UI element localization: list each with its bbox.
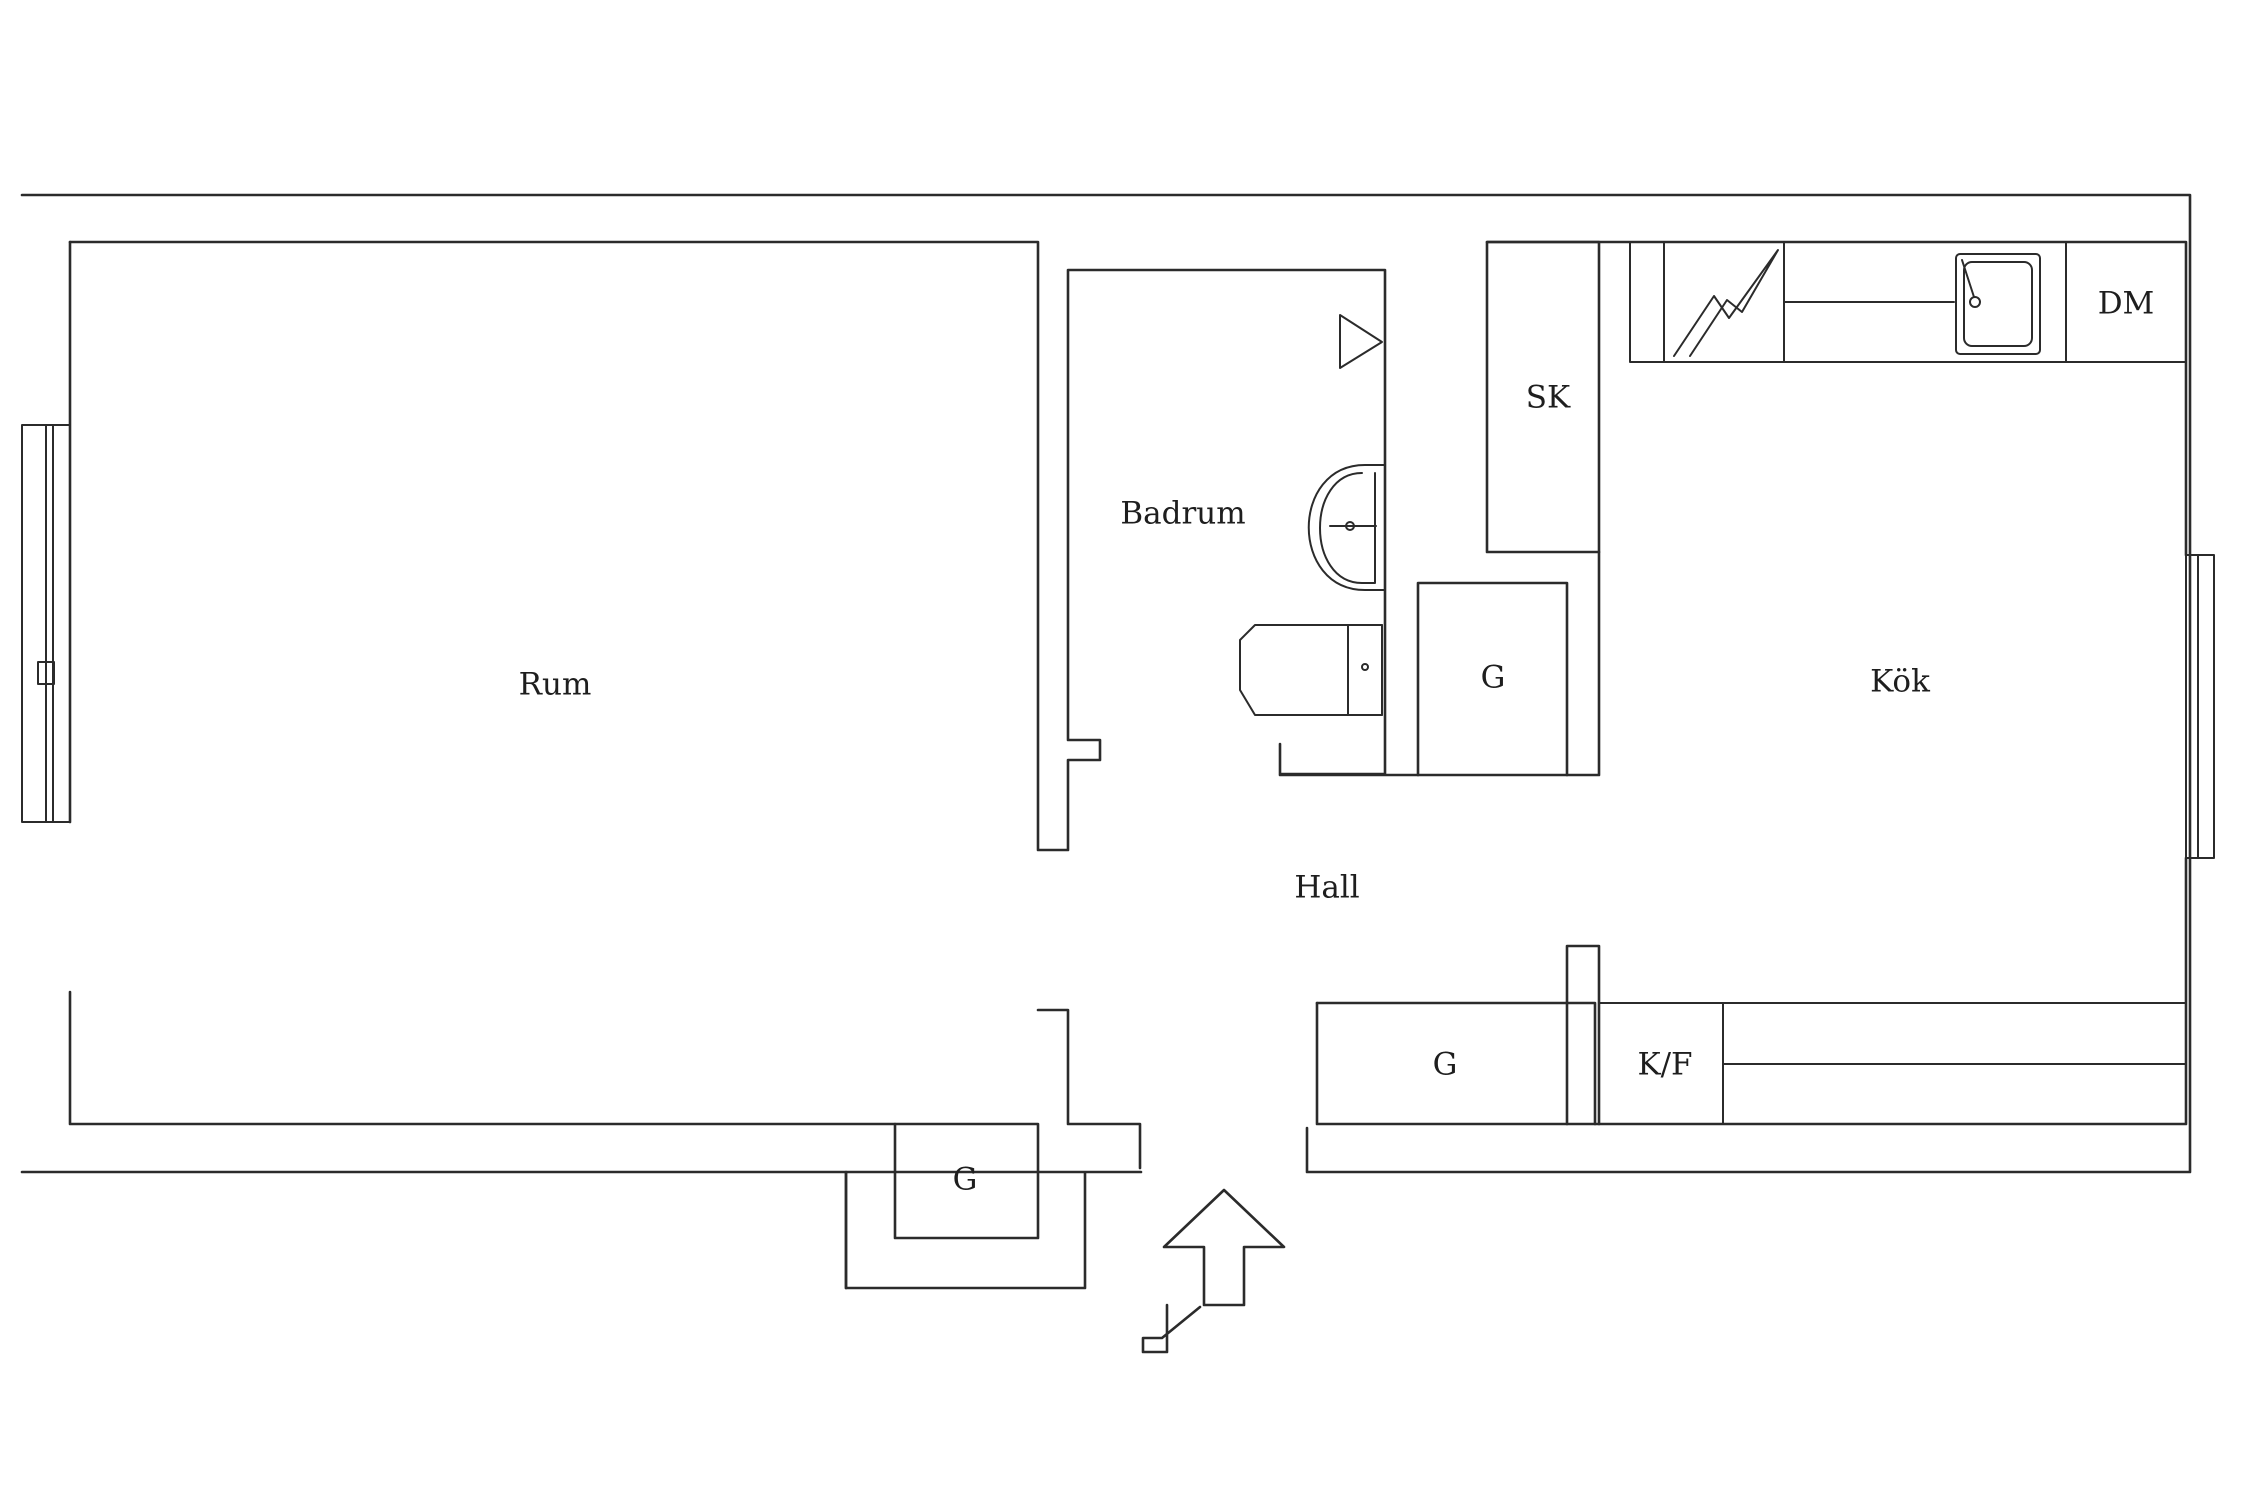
closet-sk — [1485, 240, 1601, 554]
window-right — [2185, 554, 2215, 859]
fixture-label-kf: K/F — [1637, 1047, 1692, 1083]
bathroom-sink-icon — [1307, 464, 1386, 591]
room-label-hall: Hall — [1294, 870, 1359, 906]
stove-icon — [1673, 249, 1779, 357]
fixture-label-dm: DM — [2098, 286, 2155, 322]
window-left — [21, 424, 71, 823]
kitchen-counter-top — [1629, 241, 2187, 363]
entrance-arrow-icon — [1162, 1188, 1286, 1307]
fixture-label-g-kitchen: G — [1433, 1047, 1458, 1083]
entrance-arrow-icon — [1141, 1303, 1202, 1354]
hall-closet — [1278, 550, 1601, 777]
exterior-walls — [20, 193, 2192, 1290]
room-label-badrum: Badrum — [1120, 496, 1245, 532]
fixture-label-g-entry: G — [953, 1162, 978, 1198]
room-label-rum: Rum — [519, 667, 592, 703]
valve-icon — [1339, 314, 1383, 369]
fixture-label-sk: SK — [1526, 380, 1571, 416]
kitchen-sink-icon — [1955, 253, 2041, 355]
fixture-label-g-hall: G — [1481, 660, 1506, 696]
room-label-kok: Kök — [1870, 664, 1930, 700]
kitchen-counter-bottom — [1565, 944, 2187, 1126]
toilet-icon — [1239, 624, 1383, 716]
bathroom-fixtures — [1239, 314, 1386, 716]
entry-closet — [844, 1122, 1040, 1290]
